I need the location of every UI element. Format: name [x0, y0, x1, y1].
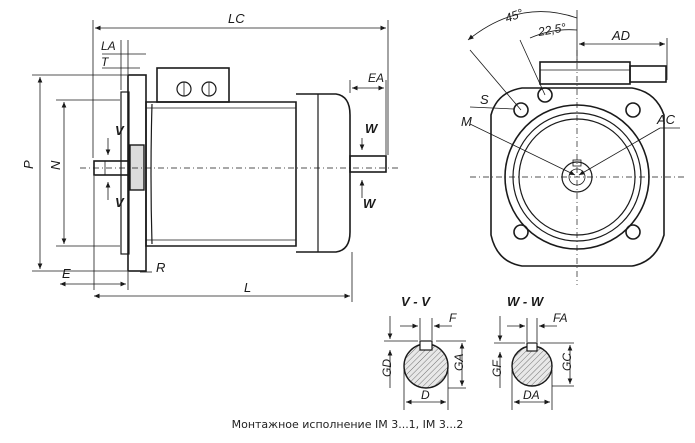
- label-EA: EA: [368, 71, 384, 85]
- label-D: D: [421, 388, 430, 402]
- flange-spigot: [120, 91, 130, 255]
- bolt-hole-tl-icon: [513, 102, 529, 118]
- bolt-hole-bl-icon: [513, 224, 529, 240]
- label-22-5deg: 22,5°: [536, 20, 567, 39]
- label-GF: GF: [490, 360, 504, 377]
- shaft-section-w: [511, 345, 553, 387]
- cable-entry: [629, 65, 667, 83]
- front-flange: [490, 87, 665, 267]
- keyway-v: [419, 340, 433, 351]
- label-W-top: W: [365, 121, 379, 136]
- section-v-v: V - V F GD GA D: [380, 294, 466, 410]
- label-N: N: [48, 160, 63, 170]
- label-LA: LA: [101, 39, 116, 53]
- label-R: R: [156, 260, 165, 275]
- label-S: S: [480, 92, 489, 107]
- label-FA: FA: [553, 311, 567, 325]
- label-V-bottom: V: [115, 195, 125, 210]
- terminal-box-top: [539, 61, 631, 85]
- label-M: M: [461, 114, 472, 129]
- label-GA: GA: [452, 354, 466, 371]
- side-view: LC LA T EA W W V V P N: [21, 11, 400, 302]
- terminal-box: [156, 67, 230, 103]
- label-V-top: V: [115, 123, 125, 138]
- label-section-V-V: V - V: [401, 294, 431, 309]
- label-P: P: [21, 160, 36, 169]
- label-E: E: [62, 266, 71, 281]
- label-DA: DA: [523, 388, 540, 402]
- label-section-W-W: W - W: [507, 294, 545, 309]
- label-T: T: [101, 55, 110, 69]
- bolt-hole-t-icon: [537, 87, 553, 103]
- shaft-collar: [129, 144, 145, 191]
- label-LC: LC: [228, 11, 245, 26]
- front-view: 45° 22,5° AD S M AC: [461, 6, 684, 285]
- label-GC: GC: [560, 353, 574, 371]
- label-45deg: 45°: [503, 6, 525, 25]
- rear-shaft: [349, 155, 387, 173]
- fan-cover: [296, 93, 351, 253]
- label-GD: GD: [380, 359, 394, 377]
- keyway-w: [526, 342, 538, 352]
- label-AD: AD: [611, 28, 630, 43]
- label-W-bottom: W: [363, 196, 377, 211]
- label-F: F: [449, 311, 457, 325]
- bolt-hole-tr-icon: [625, 102, 641, 118]
- shaft-section-v: [403, 343, 449, 389]
- bolt-hole-br-icon: [625, 224, 641, 240]
- label-AC: AC: [656, 112, 676, 127]
- section-w-w: W - W FA GF GC DA: [490, 294, 574, 410]
- label-L: L: [244, 280, 251, 295]
- stator-body: [145, 101, 297, 247]
- figure-caption: Монтажное исполнение IM 3...1, IM 3...2: [231, 418, 464, 431]
